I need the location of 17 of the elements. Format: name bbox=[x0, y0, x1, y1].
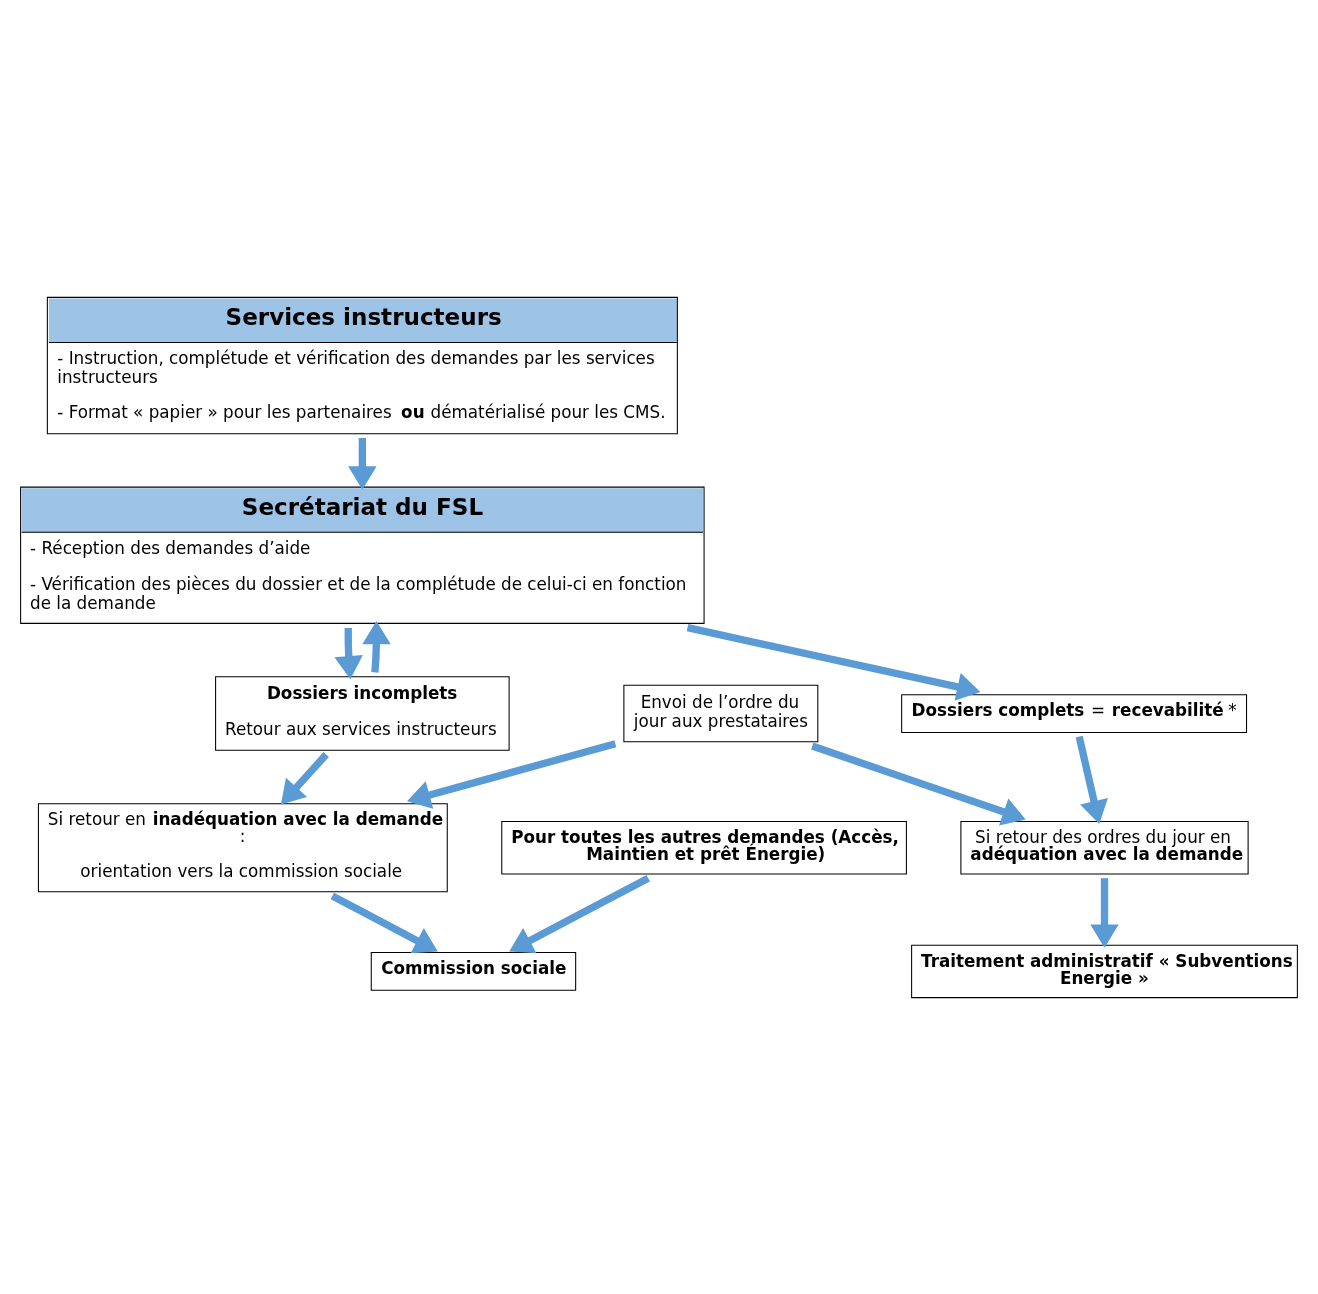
node-box: Dossiers incomplets Retour aux services instructeurs bbox=[215, 675, 510, 751]
arrow bbox=[280, 751, 329, 805]
arrow bbox=[407, 739, 617, 809]
node-box: Commission sociale bbox=[370, 951, 577, 991]
node-box: Traitement administratif « Subventions Energie » bbox=[911, 944, 1298, 998]
arrow bbox=[1090, 877, 1119, 948]
arrow bbox=[811, 742, 1026, 825]
node-box: Dossiers complets = recevabilité* bbox=[901, 693, 1248, 733]
arrow bbox=[362, 620, 391, 673]
node-box: Envoi de l’ordre du jour aux prestataires bbox=[623, 684, 819, 742]
arrow bbox=[686, 623, 981, 701]
node-box: Pour toutes les autres demandes (Accès, Maintien et prêt Énergie) bbox=[501, 820, 907, 874]
node-box: Si retour en inadéquation avec la demande : orientation vers la commission sociale bbox=[37, 802, 448, 892]
arrow bbox=[509, 874, 650, 953]
arrow bbox=[1075, 735, 1108, 824]
arrow bbox=[330, 892, 438, 953]
node-box: Si retour des ordres du jour en adéquation avec la demande bbox=[960, 820, 1249, 874]
